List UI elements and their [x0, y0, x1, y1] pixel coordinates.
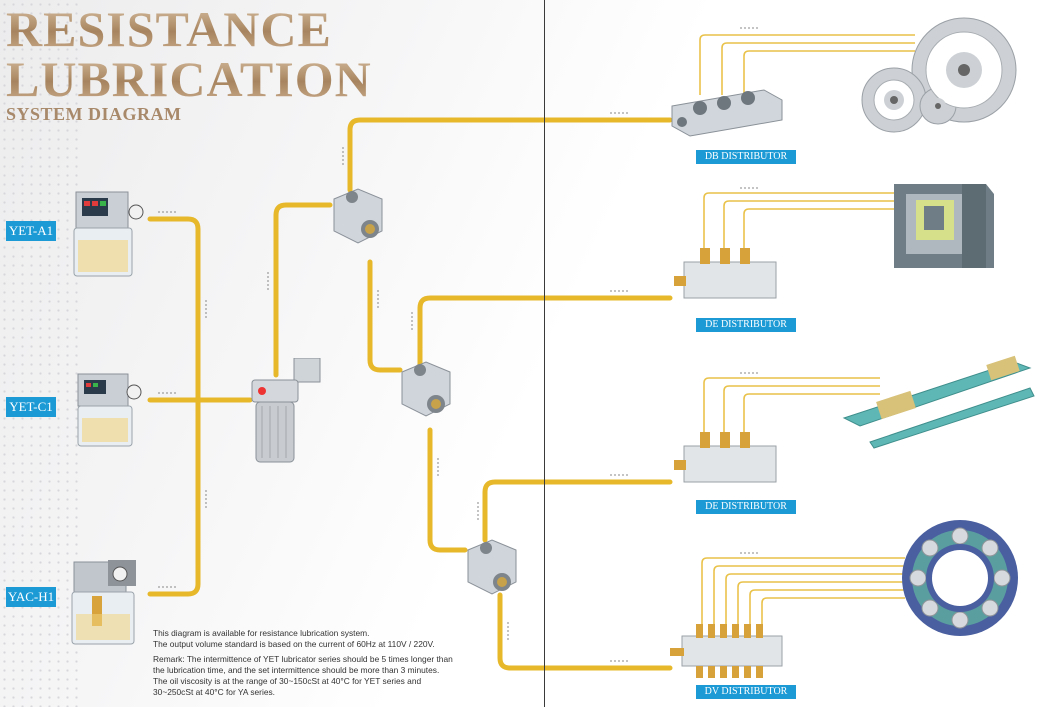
junction-fitting-1-icon	[333, 188, 383, 244]
pipe-to-db	[347, 117, 673, 193]
subtitle: SYSTEM DIAGRAM	[6, 104, 182, 124]
note-line-5: The oil viscosity is at the range of 30~…	[153, 676, 422, 686]
junction-fitting-3-icon	[467, 539, 517, 595]
bearing-icon	[902, 520, 1018, 636]
tag-dv-distributor: DV DISTRIBUTOR	[696, 685, 796, 699]
pipe-yet-a1	[147, 216, 201, 597]
junction-fitting-2-icon	[401, 361, 451, 417]
tag-yet-a1: YET-A1	[6, 221, 56, 241]
pipe-to-dv	[497, 592, 673, 671]
lubricator-yac-h1-icon	[71, 560, 136, 645]
oil-filter-icon	[251, 358, 321, 463]
pipe-j1-j2	[367, 259, 403, 373]
linear-rail-icon	[842, 355, 1035, 449]
notes-block: This diagram is available for resistance…	[153, 628, 473, 698]
tag-de-distributor-2: DE DISTRIBUTOR	[696, 500, 796, 514]
gears-icon	[861, 17, 1017, 133]
tag-yet-c1: YET-C1	[6, 397, 56, 417]
de-distributor-2-icon	[674, 432, 777, 483]
tag-de-distributor-1: DE DISTRIBUTOR	[696, 318, 796, 332]
pipe-j2-j3	[427, 427, 468, 553]
note-line-6: 30~250cSt at 40°C for YA series.	[153, 687, 275, 697]
lubricator-yet-c1-icon	[77, 373, 142, 447]
tag-db-distributor: DB DISTRIBUTOR	[696, 150, 796, 164]
tag-yac-h1: YAC-H1	[6, 587, 56, 607]
lubricator-yet-a1-icon	[73, 191, 144, 277]
title-line-1: RESISTANCE	[6, 1, 332, 57]
note-line-2: The output volume standard is based on t…	[153, 639, 435, 649]
note-line-1: This diagram is available for resistance…	[153, 628, 370, 638]
de-distributor-1-icon	[674, 248, 777, 299]
pipe-to-de1	[417, 295, 673, 368]
pipe-to-de2	[482, 479, 673, 543]
db-distributor-icon	[671, 89, 783, 137]
note-line-3: Remark: The intermittence of YET lubrica…	[153, 654, 453, 664]
title-line-2: LUBRICATION	[6, 51, 372, 107]
pipe-filter-up	[273, 202, 333, 378]
machine-block-icon	[894, 184, 994, 268]
note-line-4: the lubrication time, and the set interm…	[153, 665, 440, 675]
dv-distributor-icon	[670, 624, 783, 678]
center-divider	[544, 0, 545, 707]
